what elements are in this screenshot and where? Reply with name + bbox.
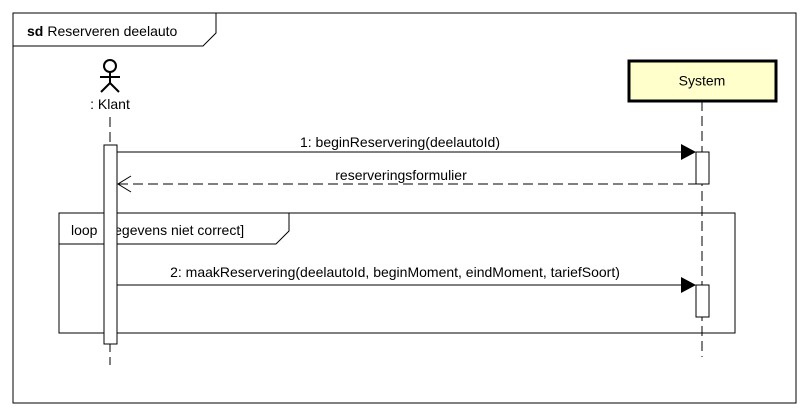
- message-1-arrowhead: [681, 144, 696, 160]
- lifeline-system-head[interactable]: [627, 59, 778, 103]
- lifeline-system-label: System: [679, 73, 726, 89]
- loop-fragment[interactable]: [58, 212, 736, 334]
- activation-klant: [103, 144, 118, 345]
- return-1-arrowhead: [117, 175, 132, 193]
- loop-fragment-tab: [58, 213, 290, 245]
- message-2-arrowhead: [681, 277, 696, 293]
- activation-system-1: [695, 151, 710, 185]
- return-1-label: reserveringsformulier: [335, 167, 467, 183]
- loop-guard: [gegevens niet correct]: [102, 222, 244, 238]
- loop-fragment-label: loop[gegevens niet correct]: [71, 222, 244, 238]
- lifeline-klant-label: : Klant: [90, 96, 130, 112]
- actor-leg-right: [109, 82, 120, 93]
- actor-klant[interactable]: [100, 59, 120, 93]
- loop-operator: loop: [71, 222, 98, 238]
- frame-keyword: sd: [27, 23, 43, 39]
- message-1-label: 1: beginReservering(deelautoId): [300, 134, 500, 150]
- actor-head: [103, 59, 117, 73]
- frame-name: Reserveren deelauto: [47, 23, 177, 39]
- message-2-label: 2: maakReservering(deelautoId, beginMome…: [170, 264, 620, 280]
- activation-system-2: [695, 284, 710, 318]
- frame-title-tab: [12, 13, 217, 47]
- diagram-frame: [12, 12, 797, 404]
- actor-leg-left: [100, 82, 111, 93]
